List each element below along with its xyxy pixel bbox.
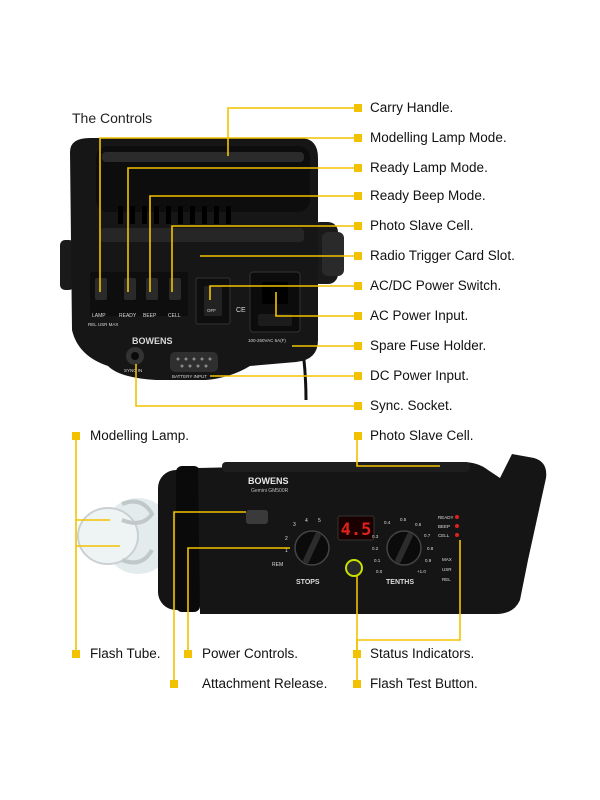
- sync-in-label: SYNC IN: [124, 368, 142, 373]
- tenths-tick-7: 0.7: [424, 533, 431, 538]
- tenths-tick-4: 0.4: [384, 520, 391, 525]
- spare-fuse-holder[interactable]: [258, 314, 292, 326]
- cell-switch-top[interactable]: [169, 278, 181, 300]
- callout-modelling-lamp: Modelling Lamp.: [90, 428, 190, 443]
- callout-flash-tube: Flash Tube.: [90, 646, 161, 661]
- status-cell-label: CELL: [438, 533, 450, 538]
- tenths-tick-1: 0.1: [374, 558, 381, 563]
- ac-power-input[interactable]: [262, 282, 288, 304]
- callout-bullet: [354, 222, 362, 230]
- callout-photo-slave-cell-top: Photo Slave Cell.: [370, 218, 474, 233]
- tenths-tick-6: 0.6: [415, 522, 422, 527]
- mode-rel-label: REL: [442, 577, 451, 582]
- callout-ready-beep-mode: Ready Beep Mode.: [370, 188, 486, 203]
- power-display: [337, 515, 375, 541]
- lamp-switch-top[interactable]: [95, 278, 107, 300]
- dc-power-input[interactable]: [170, 352, 218, 372]
- modelling-lamp-bulb: [77, 507, 139, 565]
- page-title: The Controls: [72, 110, 153, 126]
- ce-mark: CE: [236, 307, 246, 314]
- callout-ready-lamp-mode: Ready Lamp Mode.: [370, 160, 488, 175]
- cell-led: [455, 533, 459, 537]
- callout-bullet: [354, 342, 362, 350]
- bottom-unit: BOWENS Gemini GM500R 4.5 STOPS TENTHS RE…: [77, 454, 547, 614]
- callout-spare-fuse-holder: Spare Fuse Holder.: [370, 338, 487, 353]
- tenths-tick-3: 0.3: [372, 534, 379, 539]
- tenths-tick-5: 0.5: [400, 517, 407, 522]
- acdc-switch[interactable]: [204, 286, 222, 316]
- callout-bullet: [354, 134, 362, 142]
- rem-label: REM: [272, 562, 283, 568]
- attachment-release-tab[interactable]: [246, 510, 268, 524]
- leader-lines: [75, 107, 461, 682]
- stops-tick-3: 3: [293, 522, 296, 528]
- top-unit: LAMP READY BEEP CELL REL USR MAX OFF BOW…: [60, 138, 344, 401]
- tenths-tick-8: 0.8: [427, 546, 434, 551]
- stops-tick-2: 2: [285, 536, 288, 542]
- cell-label-top: CELL: [168, 313, 181, 319]
- callout-bullet: [354, 402, 362, 410]
- callout-bullet: [353, 650, 361, 658]
- callout-bullet: [354, 432, 362, 440]
- callout-bullet: [354, 192, 362, 200]
- callout-photo-slave-cell-bottom: Photo Slave Cell.: [370, 428, 474, 443]
- ready-switch-top[interactable]: [124, 278, 136, 300]
- callout-bullet: [184, 650, 192, 658]
- callout-acdc-switch: AC/DC Power Switch.: [370, 278, 502, 293]
- callout-bullet: [354, 312, 362, 320]
- model-name: Gemini GM500R: [251, 488, 289, 494]
- callout-modelling-lamp-mode: Modelling Lamp Mode.: [370, 130, 507, 145]
- display-value: 4.5: [341, 520, 372, 540]
- tenths-label: TENTHS: [386, 579, 414, 586]
- stops-label: STOPS: [296, 579, 320, 586]
- mode-labels-top: REL USR MAX: [88, 322, 118, 327]
- callout-dc-power-input: DC Power Input.: [370, 368, 470, 383]
- bowens-logo-bottom: BOWENS: [248, 476, 289, 486]
- callout-bullet: [72, 650, 80, 658]
- stops-tick-4: 4: [305, 518, 308, 524]
- callout-bullet: [354, 372, 362, 380]
- beep-led: [455, 524, 459, 528]
- ready-label-top: READY: [119, 313, 137, 319]
- callout-bullet: [354, 282, 362, 290]
- callout-bullet: [354, 252, 362, 260]
- callout-bullet: [353, 680, 361, 688]
- ready-led: [455, 515, 459, 519]
- tenths-tick-0: 0.0: [376, 569, 383, 574]
- callout-bullet: [170, 680, 178, 688]
- callout-status-indicators: Status Indicators.: [370, 646, 475, 661]
- callout-flash-test-button: Flash Test Button.: [370, 676, 478, 691]
- tenths-tick-9: 0.9: [425, 558, 432, 563]
- flash-test-button[interactable]: [345, 559, 363, 577]
- tenths-tick-2: 0.2: [372, 546, 379, 551]
- status-ready-label: READY: [438, 515, 454, 520]
- mode-max-label: MAX: [442, 557, 452, 562]
- stops-tick-5: 5: [318, 518, 321, 524]
- off-label: OFF: [207, 308, 216, 313]
- callout-bullet: [354, 104, 362, 112]
- callout-bullet: [72, 432, 80, 440]
- bowens-logo-top: BOWENS: [132, 336, 173, 346]
- callout-sync-socket: Sync. Socket.: [370, 398, 453, 413]
- beep-label-top: BEEP: [143, 313, 157, 319]
- callout-radio-trigger-slot: Radio Trigger Card Slot.: [370, 248, 515, 263]
- callout-ac-power-input: AC Power Input.: [370, 308, 469, 323]
- mode-usr-label: USR: [442, 567, 452, 572]
- tenths-tick-10: +1.0: [417, 569, 426, 574]
- beep-switch-top[interactable]: [146, 278, 158, 300]
- status-beep-label: BEEP: [438, 524, 450, 529]
- callout-attachment-release: Attachment Release.: [202, 676, 328, 691]
- battery-input-label: BATTERY INPUT: [172, 374, 207, 379]
- stops-tick-1: 1: [285, 548, 288, 554]
- lamp-label-top: LAMP: [92, 313, 106, 319]
- callout-power-controls: Power Controls.: [202, 646, 299, 661]
- callout-carry-handle: Carry Handle.: [370, 100, 454, 115]
- voltage-label: 100-250VAC 5A(F): [248, 338, 286, 343]
- callout-bullet: [354, 164, 362, 172]
